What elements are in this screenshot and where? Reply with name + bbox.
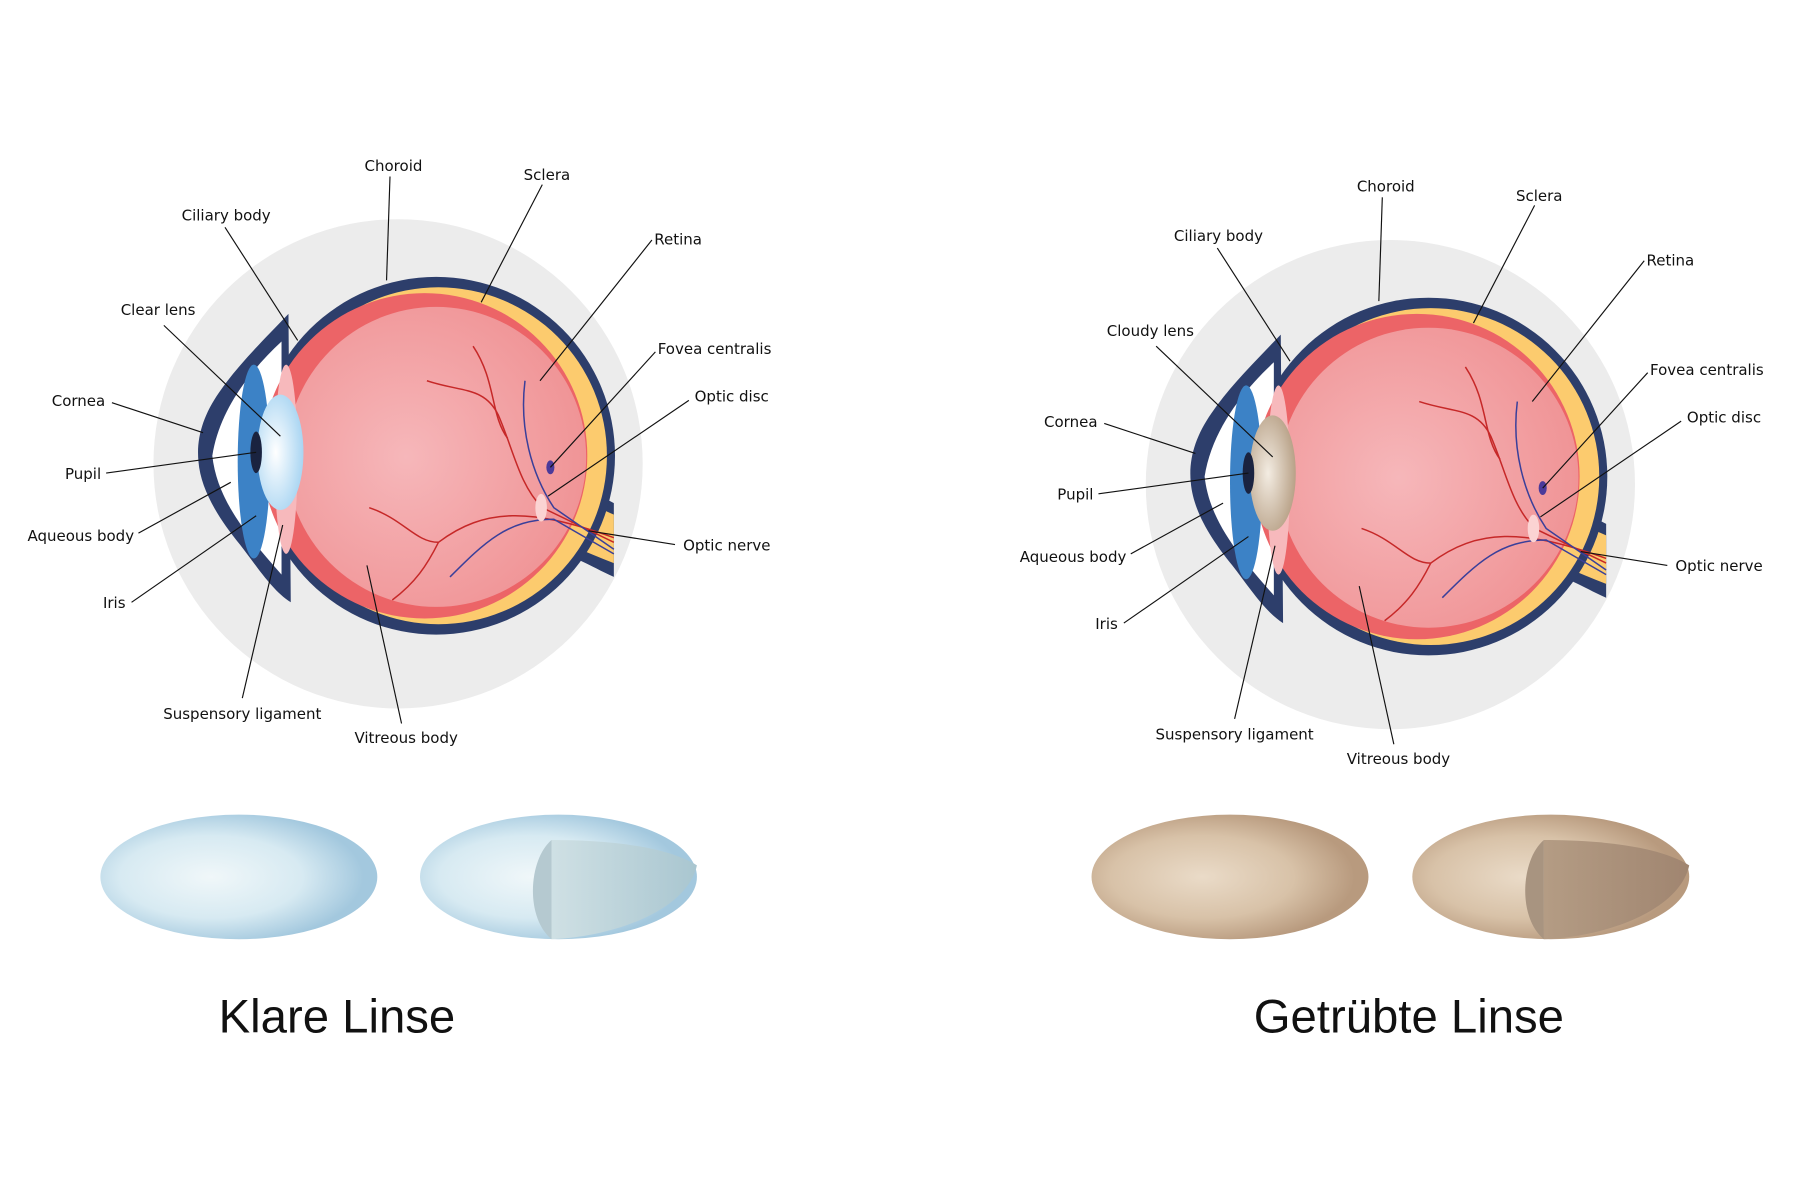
label-cornea: Cornea — [52, 392, 105, 410]
cloudy-lens-illustrations — [1091, 814, 1690, 940]
leader-line-cloudy-lens — [1155, 345, 1274, 458]
label-optic-disc: Optic disc — [695, 388, 769, 406]
label-optic-nerve: Optic nerve — [683, 536, 770, 554]
leader-line-optic-nerve — [588, 530, 676, 546]
blood-vessels — [1361, 366, 1607, 622]
label-suspensory-ligament: Suspensory ligament — [1156, 726, 1314, 744]
label-vitreous-body: Vitreous body — [1347, 750, 1451, 768]
leader-line-ciliary-body — [224, 226, 299, 341]
label-retina: Retina — [654, 231, 702, 249]
clear-lens-section — [532, 840, 552, 940]
leader-line-fovea-centralis — [549, 351, 656, 468]
leader-line-clear-lens — [163, 324, 281, 437]
label-choroid: Choroid — [365, 157, 423, 175]
leader-line-optic-disc — [547, 399, 690, 497]
label-choroid: Choroid — [1357, 178, 1415, 196]
label-cornea: Cornea — [1044, 413, 1097, 431]
clear-lens-cut-face — [551, 840, 697, 940]
leader-line-choroid — [385, 176, 391, 281]
label-ciliary-body: Ciliary body — [1174, 227, 1263, 245]
leader-line-pupil — [1098, 472, 1249, 495]
clear-lens-front — [100, 814, 378, 940]
lens — [257, 394, 304, 510]
leader-line-fovea-centralis — [1542, 372, 1649, 489]
label-aqueous-body: Aqueous body — [27, 527, 134, 545]
fovea-centralis — [1538, 481, 1547, 495]
label-iris: Iris — [1095, 615, 1118, 633]
leader-line-vitreous-body — [366, 565, 403, 724]
label-pupil: Pupil — [1057, 486, 1093, 504]
label-sclera: Sclera — [524, 166, 571, 184]
label-fovea-centralis: Fovea centralis — [1650, 361, 1764, 379]
leader-line-sclera — [480, 184, 543, 303]
label-retina: Retina — [1647, 251, 1695, 269]
leader-line-aqueous-body — [1130, 502, 1224, 555]
label-clear-lens: Clear lens — [121, 301, 196, 319]
leader-line-suspensory-ligament — [1234, 545, 1276, 719]
leader-line-retina — [539, 239, 653, 382]
label-sclera: Sclera — [1516, 187, 1563, 205]
label-ciliary-body: Ciliary body — [182, 206, 271, 224]
leader-line-cornea — [111, 402, 204, 434]
caption-cloudy-lens: Getrübte Linse — [1254, 991, 1564, 1044]
label-aqueous-body: Aqueous body — [1020, 548, 1127, 566]
cloudy-lens-front — [1091, 814, 1369, 940]
leader-line-suspensory-ligament — [241, 524, 284, 699]
label-iris: Iris — [103, 594, 126, 612]
label-suspensory-ligament: Suspensory ligament — [163, 705, 321, 723]
label-fovea-centralis: Fovea centralis — [658, 340, 772, 358]
leader-line-sclera — [1472, 205, 1536, 324]
vitreous-body — [286, 306, 587, 607]
cloudy-lens-cut-face — [1543, 840, 1690, 940]
caption-clear-lens: Klare Linse — [219, 991, 456, 1044]
leader-line-vitreous-body — [1358, 586, 1395, 745]
label-pupil: Pupil — [65, 465, 101, 483]
leader-line-pupil — [106, 451, 257, 474]
lens — [1249, 415, 1296, 531]
leader-line-ciliary-body — [1216, 247, 1291, 362]
clear-lens-illustrations — [100, 814, 697, 940]
optic-disc — [535, 493, 547, 522]
label-optic-disc: Optic disc — [1687, 408, 1761, 426]
leader-line-optic-disc — [1540, 420, 1682, 518]
vitreous-body — [1278, 327, 1579, 628]
cloudy-lens-section — [1525, 840, 1544, 940]
blood-vessels — [368, 345, 615, 601]
optic-disc — [1527, 514, 1540, 543]
leader-line-iris — [1123, 536, 1249, 624]
leader-line-cornea — [1104, 422, 1196, 455]
leader-line-optic-nerve — [1580, 550, 1668, 566]
leader-line-retina — [1531, 260, 1645, 402]
leader-line-choroid — [1378, 197, 1383, 302]
label-vitreous-body: Vitreous body — [354, 729, 458, 747]
leader-line-aqueous-body — [138, 481, 232, 534]
leader-line-iris — [131, 515, 257, 603]
label-cloudy-lens: Cloudy lens — [1107, 322, 1194, 340]
label-optic-nerve: Optic nerve — [1675, 557, 1762, 575]
